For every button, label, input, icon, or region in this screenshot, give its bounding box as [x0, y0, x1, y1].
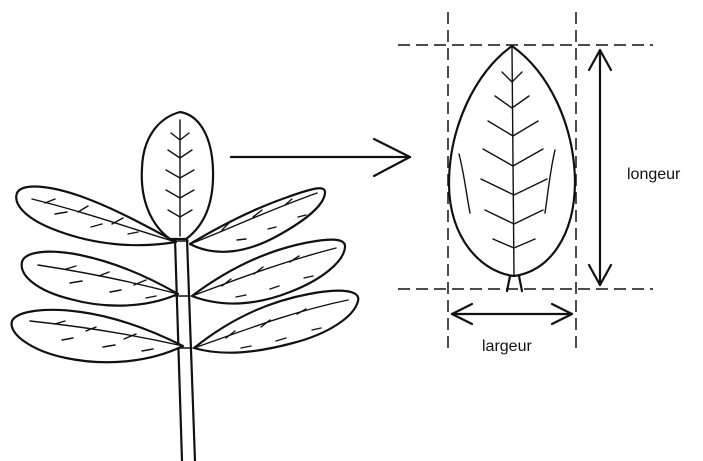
- compound-leaf: [12, 112, 359, 461]
- length-dimension: [589, 50, 611, 285]
- leaflet-left-bottom: [12, 310, 183, 362]
- length-label: longeur: [627, 167, 680, 183]
- leaflet-left-middle: [22, 252, 178, 306]
- width-dimension: [452, 304, 572, 324]
- width-label: largeur: [482, 339, 532, 355]
- single-leaflet: [449, 46, 575, 291]
- terminal-leaflet: [142, 112, 213, 239]
- pointer-arrow: [231, 139, 410, 176]
